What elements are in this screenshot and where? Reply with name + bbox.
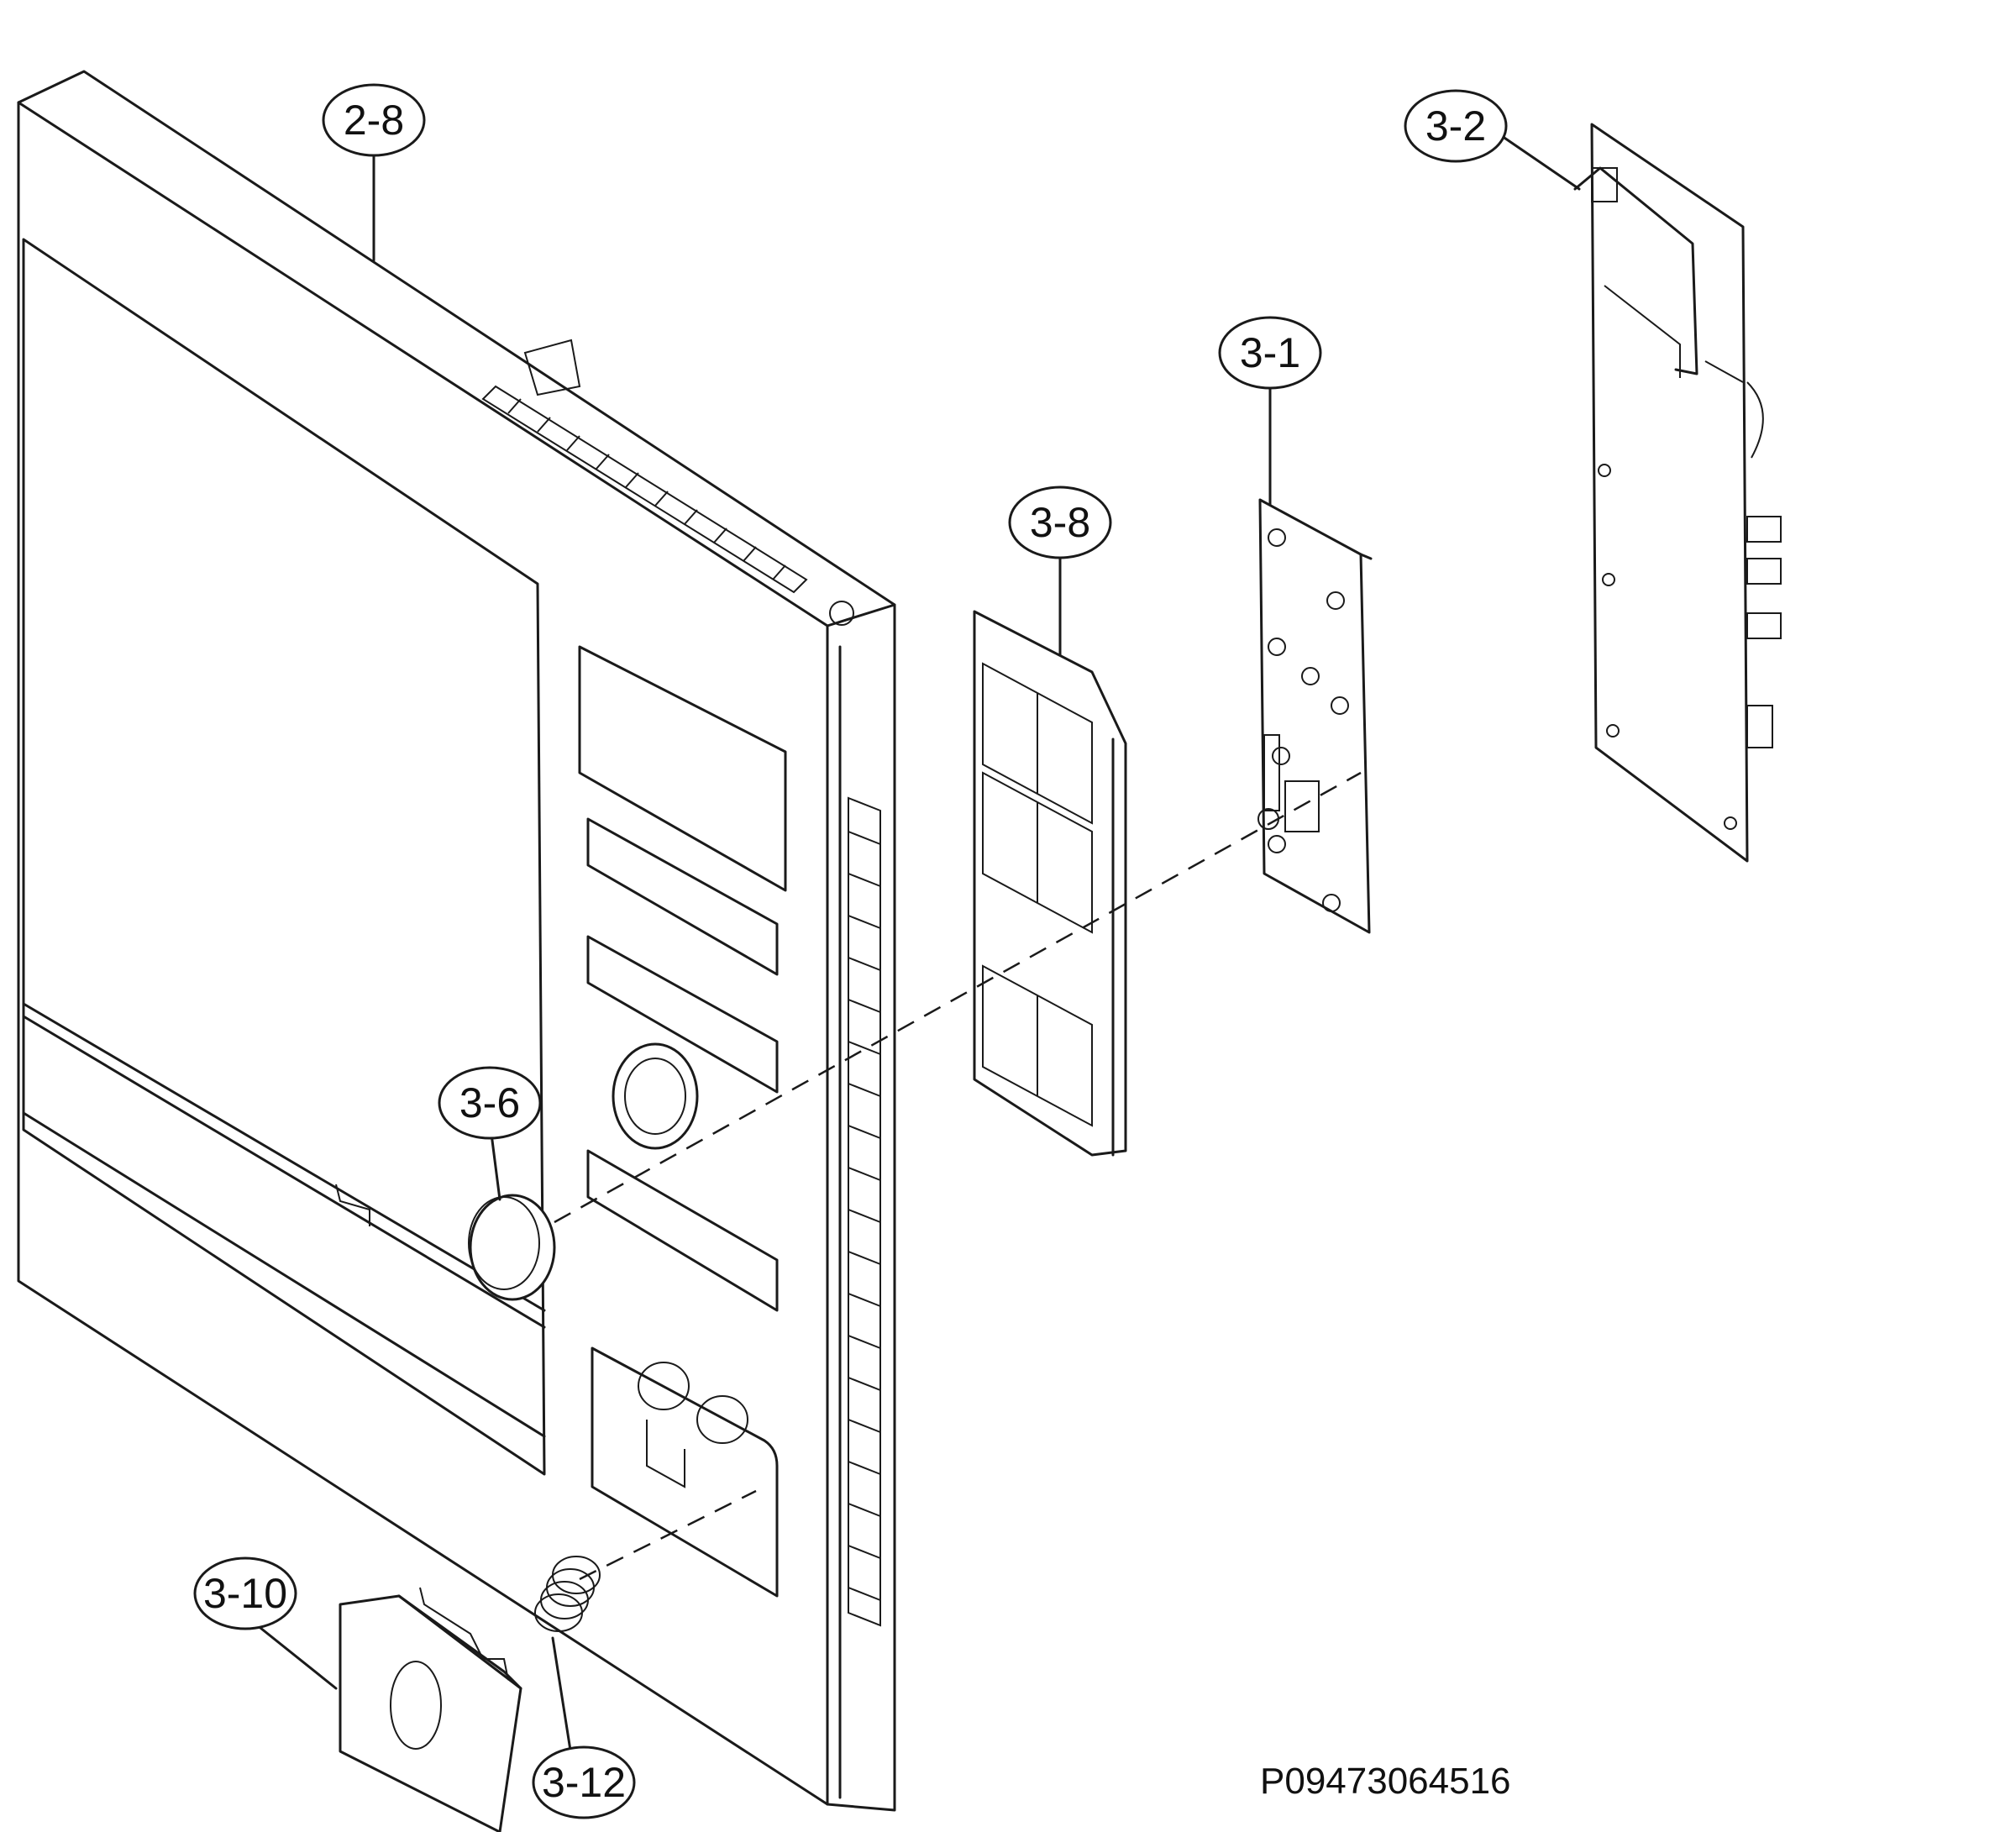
callout-label: 3-8 [1030,499,1090,546]
control-panel-frame [17,70,896,1812]
callout-label: 3-6 [459,1079,520,1126]
callout-3-12: 3-12 [532,1745,636,1819]
callout-2-8: 2-8 [322,83,426,157]
callout-label: 3-1 [1240,329,1300,376]
spring-part [534,1556,601,1632]
top-vent-slots [481,385,808,594]
circuit-board-part [1257,498,1373,934]
side-vent-grille [848,796,881,1627]
button-cap-part [339,1587,522,1832]
callout-3-6: 3-6 [438,1066,542,1140]
callout-3-8: 3-8 [1008,486,1112,559]
callout-label: 2-8 [344,97,404,144]
drawing-code: P09473064516 [1260,1761,1511,1802]
assembly-lines [554,771,1362,1581]
callout-label: 3-2 [1425,102,1486,150]
callout-label: 3-10 [203,1570,287,1617]
callout-3-10: 3-10 [193,1556,297,1630]
power-board-part [1573,123,1782,863]
callout-label: 3-12 [542,1759,626,1806]
leader-lines [250,133,1581,1757]
knob-part [468,1194,556,1301]
callout-3-1: 3-1 [1218,316,1322,390]
button-panel-part [973,610,1127,1157]
callout-3-2: 3-2 [1404,89,1508,163]
